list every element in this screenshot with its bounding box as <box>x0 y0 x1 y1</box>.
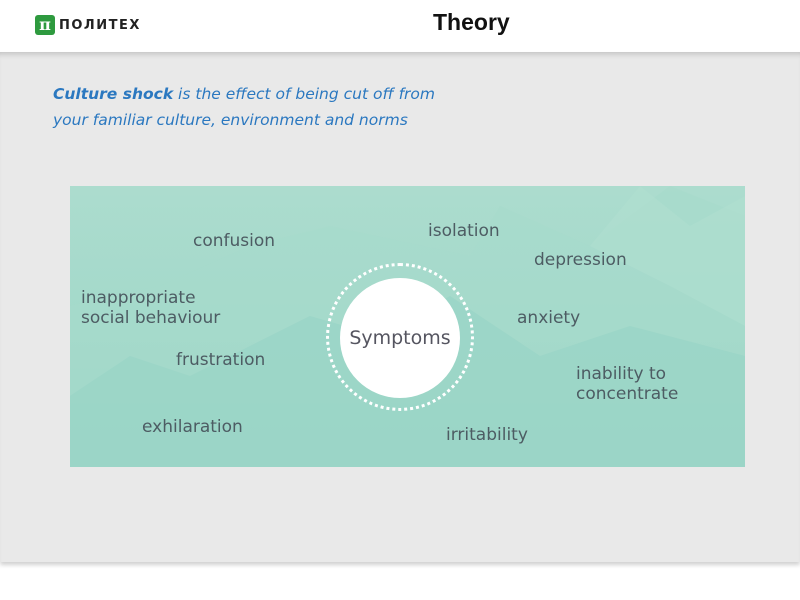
center-label: Symptoms <box>349 327 451 349</box>
symptom-exhilaration: exhilaration <box>142 417 243 437</box>
symptom-inappropriate-behaviour: inappropriate social behaviour <box>81 288 221 328</box>
symptom-frustration: frustration <box>176 350 266 370</box>
definition-term: Culture shock <box>53 85 174 103</box>
symptom-isolation: isolation <box>428 221 500 241</box>
center-circle: Symptoms <box>340 278 460 398</box>
symptom-confusion: confusion <box>193 231 276 251</box>
symptom-anxiety: anxiety <box>517 308 581 328</box>
logo-text: ПОЛИТЕХ <box>59 17 141 33</box>
header: π ПОЛИТЕХ Theory <box>0 0 800 50</box>
symptoms-diagram: Symptoms confusion isolation depression … <box>70 186 745 467</box>
bg-shape <box>590 186 745 326</box>
pi-logo-icon: π <box>35 15 55 35</box>
page-title: Theory <box>433 9 510 35</box>
symptom-inability-to-concentrate: inability to concentrate <box>576 364 679 404</box>
logo: π ПОЛИТЕХ <box>35 15 141 35</box>
definition-body: is the effect of being cut off from your… <box>53 85 436 129</box>
symptom-irritability: irritability <box>446 425 528 445</box>
definition-text: Culture shock is the effect of being cut… <box>53 81 453 133</box>
symptom-depression: depression <box>534 250 627 270</box>
dotted-ring <box>326 263 474 411</box>
